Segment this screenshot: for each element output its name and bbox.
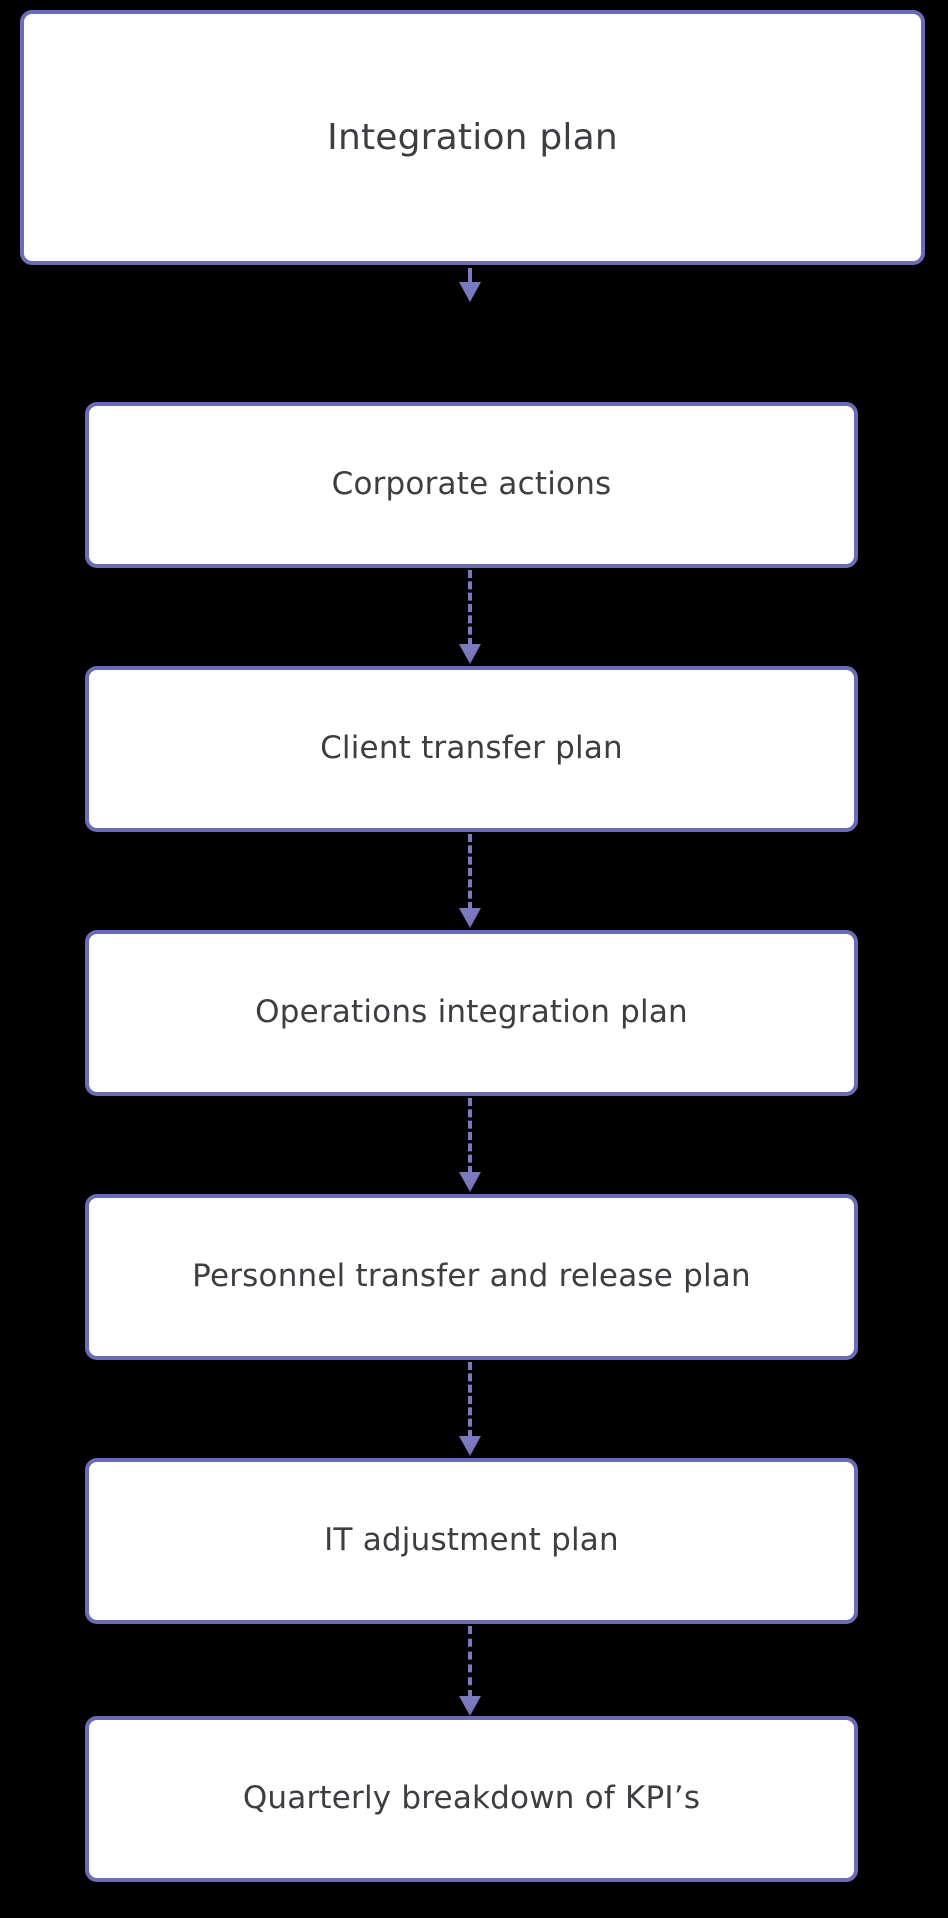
flow-node-label: IT adjustment plan: [324, 1522, 619, 1559]
flow-node-label: Personnel transfer and release plan: [192, 1258, 751, 1295]
flow-connector-step1-to-step2: [458, 570, 482, 664]
flow-node-root[interactable]: Integration plan: [20, 10, 925, 265]
flow-connector-step4-to-step5: [458, 1362, 482, 1456]
flow-node-label: Quarterly breakdown of KPI’s: [242, 1780, 701, 1817]
flow-connector-step2-to-step3: [458, 834, 482, 928]
arrowhead-icon: [459, 282, 481, 302]
connector-stem: [468, 1626, 472, 1698]
arrowhead-icon: [459, 1172, 481, 1192]
connector-stem: [468, 1362, 472, 1438]
connector-stem: [468, 834, 472, 910]
flow-connector-step3-to-step4: [458, 1098, 482, 1192]
arrowhead-icon: [459, 644, 481, 664]
flow-node-step3[interactable]: Operations integration plan: [85, 930, 858, 1096]
flow-connector-root-to-step1: [458, 268, 482, 302]
arrowhead-icon: [459, 1436, 481, 1456]
connector-stem: [468, 570, 472, 646]
connector-stem: [468, 1098, 472, 1174]
flow-node-label: Integration plan: [327, 116, 618, 158]
connector-stem: [468, 268, 472, 284]
flow-node-label: Client transfer plan: [320, 730, 623, 767]
flow-connector-step5-to-step6: [458, 1626, 482, 1716]
flow-node-step4[interactable]: Personnel transfer and release plan: [85, 1194, 858, 1360]
arrowhead-icon: [459, 908, 481, 928]
flow-node-step5[interactable]: IT adjustment plan: [85, 1458, 858, 1624]
flow-node-label: Corporate actions: [331, 466, 612, 503]
arrowhead-icon: [459, 1696, 481, 1716]
flow-node-step6[interactable]: Quarterly breakdown of KPI’s: [85, 1716, 858, 1882]
flow-node-step2[interactable]: Client transfer plan: [85, 666, 858, 832]
flow-node-step1[interactable]: Corporate actions: [85, 402, 858, 568]
flow-node-label: Operations integration plan: [255, 994, 688, 1031]
